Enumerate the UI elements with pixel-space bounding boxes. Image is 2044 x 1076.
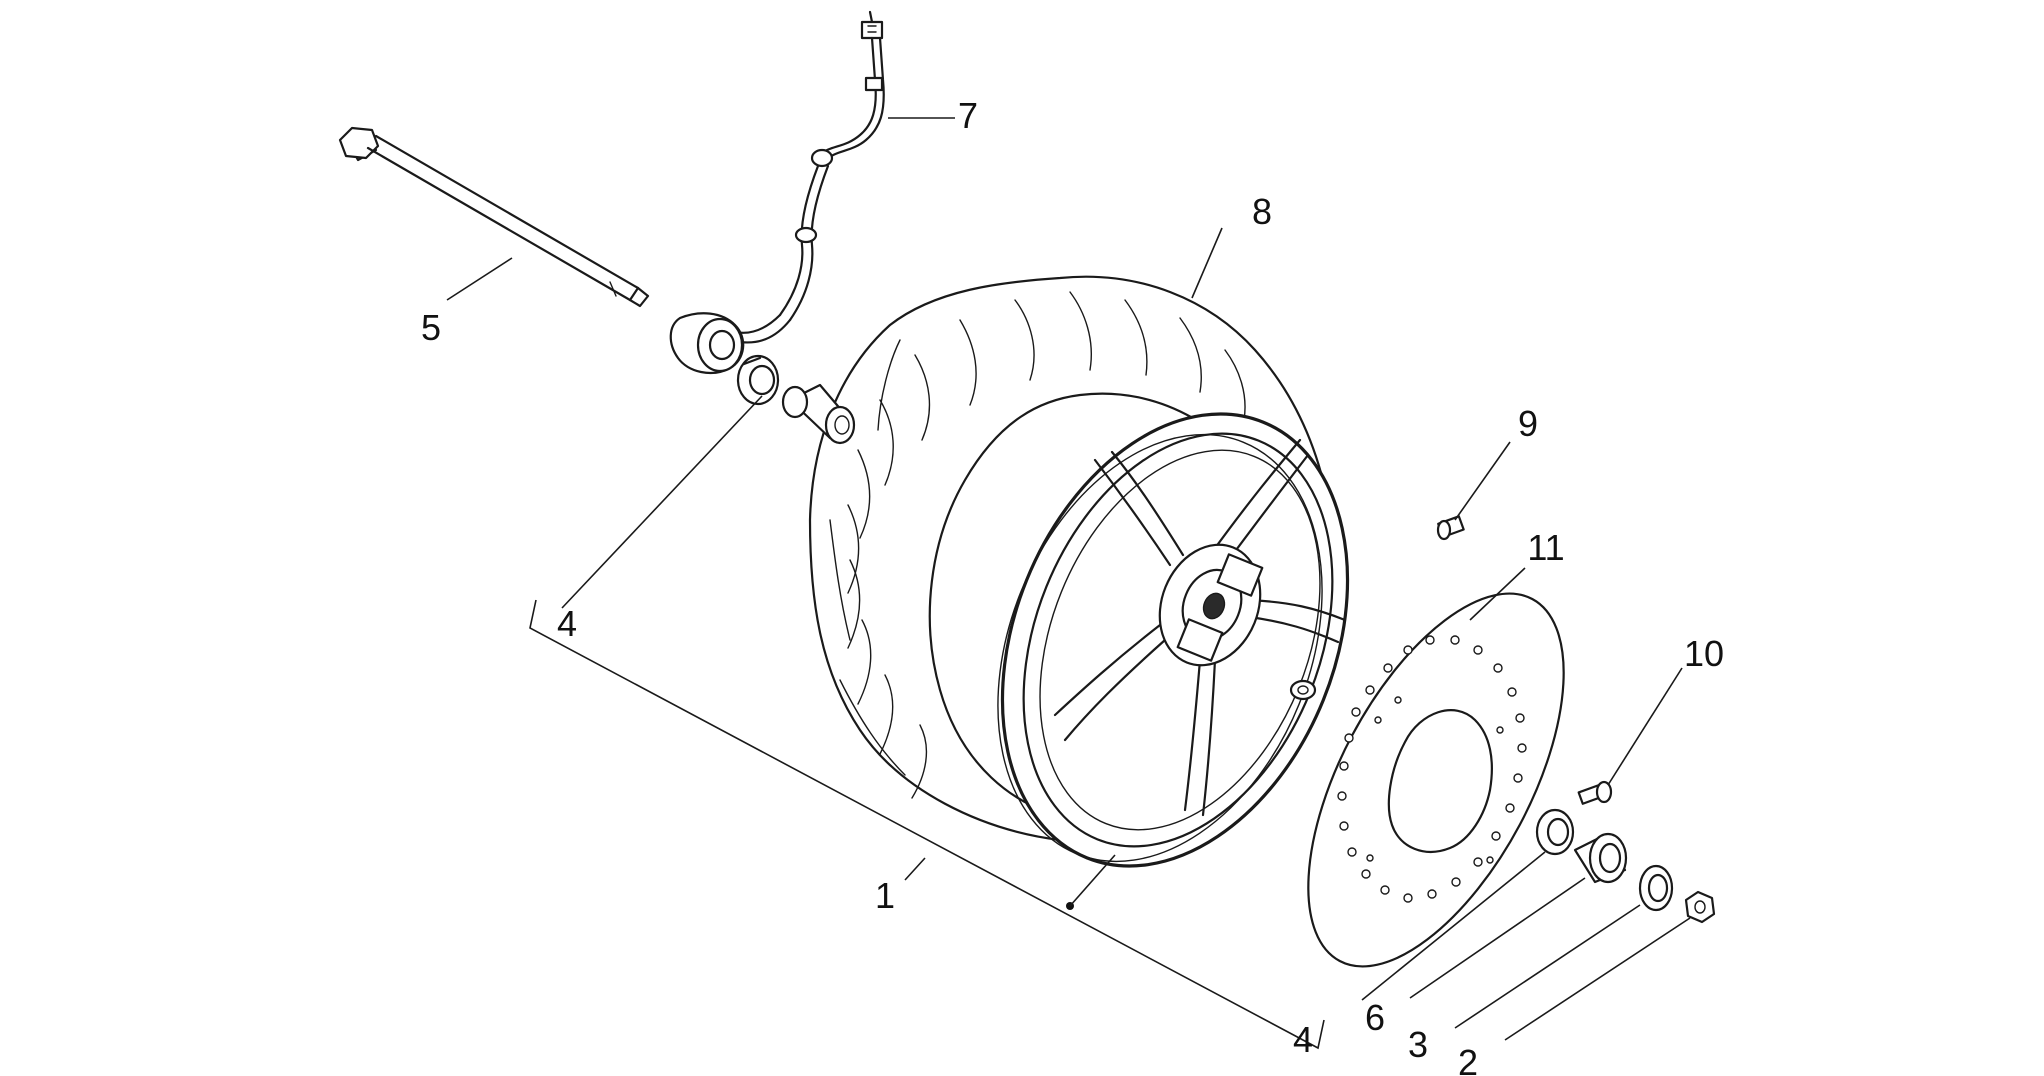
bolt-10 [1577,780,1613,805]
disc-holes [1337,635,1527,903]
bearing-right [1535,808,1575,856]
callout-11: 11 [1527,527,1564,568]
callout-8: 8 [1252,191,1272,232]
rim [997,412,1350,868]
axle-nut [1684,890,1716,924]
callout-3: 3 [1408,1024,1428,1065]
washer [1638,864,1674,912]
callouts: 1 2 3 4 4 5 6 7 8 9 10 11 [421,95,1724,1076]
axle [338,126,650,308]
brake-disc [1307,592,1565,968]
spacer-right [1573,832,1628,884]
bolt-9 [1436,515,1465,541]
callout-5: 5 [421,307,441,348]
callout-1: 1 [875,875,895,916]
callout-4-right: 4 [1293,1019,1313,1060]
leader-lines [446,117,1691,1050]
callout-2: 2 [1458,1042,1478,1076]
callout-10: 10 [1684,633,1724,674]
callout-7: 7 [958,95,978,136]
bearing-left [736,354,780,406]
callout-6: 6 [1365,997,1385,1038]
callout-9: 9 [1518,403,1538,444]
callout-4-left: 4 [557,603,577,644]
speedometer-cable [669,10,885,375]
spacer-left [781,383,856,445]
